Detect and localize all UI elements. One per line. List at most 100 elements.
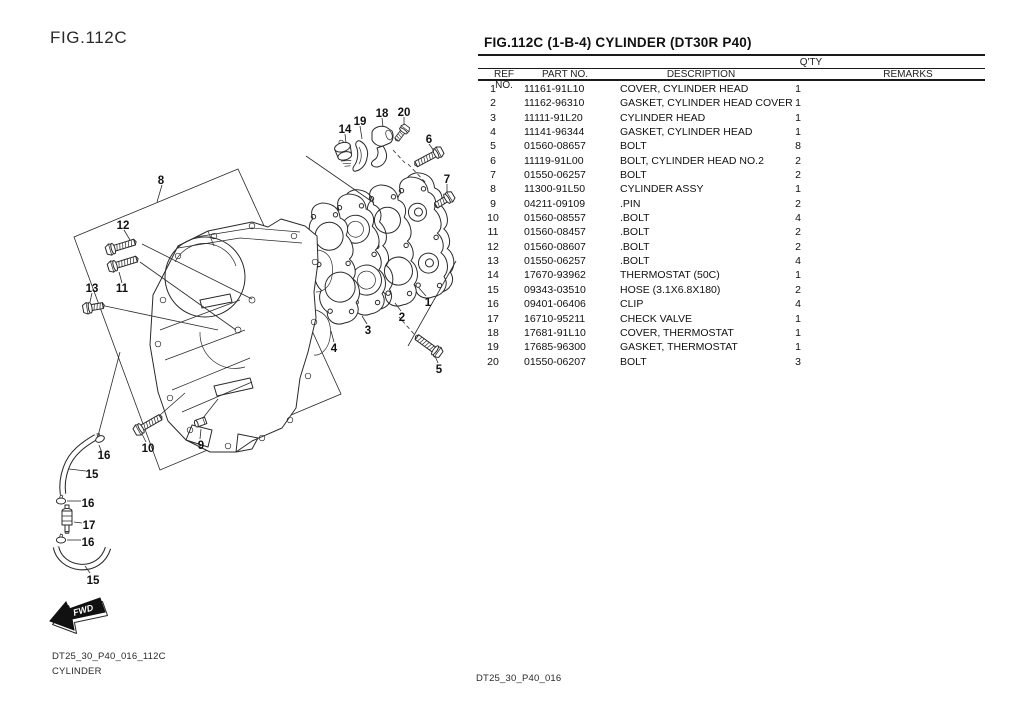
- table-cell-part: 01550-06207: [524, 355, 586, 368]
- callout-16: 16: [82, 498, 95, 510]
- column-header-remarks: REMARKS: [883, 69, 933, 80]
- table-cell-ref: 3: [490, 111, 496, 124]
- table-cell-part: 11141-96344: [524, 126, 585, 139]
- callout-16: 16: [82, 537, 95, 549]
- table-cell-desc: .BOLT: [620, 255, 650, 268]
- table-cell-qty: 1: [795, 126, 801, 139]
- table-cell-ref: 2: [490, 97, 496, 110]
- footer-doc-name: CYLINDER: [52, 666, 102, 677]
- table-cell-part: 09343-03510: [524, 283, 586, 296]
- table-cell-qty: 4: [795, 298, 801, 311]
- table-cell-desc: .PIN: [620, 197, 641, 210]
- table-cell-part: 01560-08557: [524, 212, 586, 225]
- table-cell-desc: COVER, CYLINDER HEAD: [620, 83, 749, 95]
- table-cell-qty: 1: [795, 83, 801, 95]
- title-underline: [478, 54, 985, 56]
- bolt-6: [411, 144, 446, 171]
- table-cell-qty: 4: [795, 212, 801, 225]
- part-cover-cylinder-head: [389, 168, 461, 302]
- bolt-11: [106, 252, 141, 274]
- footer-page-code: DT25_30_P40_016: [476, 673, 562, 684]
- callout-14: 14: [339, 124, 352, 136]
- callout-8: 8: [158, 175, 165, 187]
- clip-16b: [55, 494, 67, 505]
- callout-4: 4: [331, 343, 338, 355]
- table-cell-qty: 2: [795, 283, 801, 296]
- table-cell-part: 04211-09109: [524, 197, 586, 210]
- footer-doc-code: DT25_30_P40_016_112C: [52, 651, 166, 662]
- callout-5: 5: [436, 364, 443, 376]
- table-cell-ref: 15: [487, 283, 499, 296]
- table-cell-part: 11300-91L50: [524, 183, 586, 196]
- callout-12: 12: [117, 220, 130, 232]
- pin-9: [193, 416, 208, 428]
- header-topline: [478, 68, 985, 69]
- table-cell-qty: 4: [795, 255, 801, 268]
- callout-1: 1: [425, 297, 432, 309]
- table-cell-part: 16710-95211: [524, 312, 586, 325]
- callout-9: 9: [198, 440, 204, 452]
- part-cover-thermostat: [370, 125, 394, 168]
- callout-10: 10: [142, 443, 155, 455]
- table-cell-ref: 5: [490, 140, 496, 153]
- part-gasket-thermostat: [352, 140, 369, 172]
- table-cell-desc: THERMOSTAT (50C): [620, 269, 720, 282]
- page-title: FIG.112C: [50, 28, 128, 47]
- column-header-qty: Q'TY: [799, 57, 823, 68]
- table-cell-qty: 1: [795, 269, 801, 282]
- callout-2: 2: [399, 312, 405, 324]
- table-cell-ref: 7: [490, 169, 496, 182]
- table-cell-desc: .BOLT: [620, 226, 650, 239]
- callout-13: 13: [86, 283, 99, 295]
- part-thermostat: [334, 139, 353, 167]
- table-cell-ref: 16: [487, 298, 499, 311]
- table-cell-part: 17681-91L10: [524, 326, 586, 339]
- table-cell-part: 11161-91L10: [524, 83, 585, 95]
- leader-lines: [67, 117, 457, 574]
- table-cell-desc: CYLINDER ASSY: [620, 183, 704, 196]
- table-cell-desc: BOLT: [620, 140, 647, 153]
- table-cell-ref: 18: [487, 326, 499, 339]
- table-cell-desc: CYLINDER HEAD: [620, 111, 706, 124]
- table-cell-ref: 13: [487, 255, 499, 268]
- table-cell-qty: 2: [795, 169, 801, 182]
- table-cell-ref: 10: [487, 212, 499, 225]
- column-header-desc: DESCRIPTION: [666, 69, 736, 80]
- table-cell-part: 17670-93962: [524, 269, 586, 282]
- callout-19: 19: [354, 116, 367, 128]
- callout-15: 15: [87, 575, 100, 587]
- callout-7: 7: [444, 174, 450, 186]
- bolt-12: [104, 235, 139, 257]
- exploded-diagram: FWD: [49, 107, 461, 634]
- table-cell-qty: 1: [795, 183, 801, 196]
- callout-20: 20: [398, 107, 411, 119]
- table-cell-qty: 2: [795, 197, 801, 210]
- clip-16c: [55, 533, 67, 544]
- table-cell-desc: GASKET, CYLINDER HEAD COVER: [620, 97, 793, 110]
- table-cell-qty: 2: [795, 226, 801, 239]
- part-gasket-head-cover: [359, 180, 425, 310]
- table-cell-ref: 12: [487, 240, 499, 253]
- table-cell-qty: 1: [795, 312, 801, 325]
- table-row: 1 11161-91L10 COVER, CYLINDER HEAD 1: [478, 82, 985, 96]
- table-cell-part: 11119-91L00: [524, 154, 584, 167]
- table-cell-ref: 1: [490, 83, 496, 95]
- table-cell-part: 01560-08457: [524, 226, 586, 239]
- table-cell-part: 11162-96310: [524, 97, 585, 110]
